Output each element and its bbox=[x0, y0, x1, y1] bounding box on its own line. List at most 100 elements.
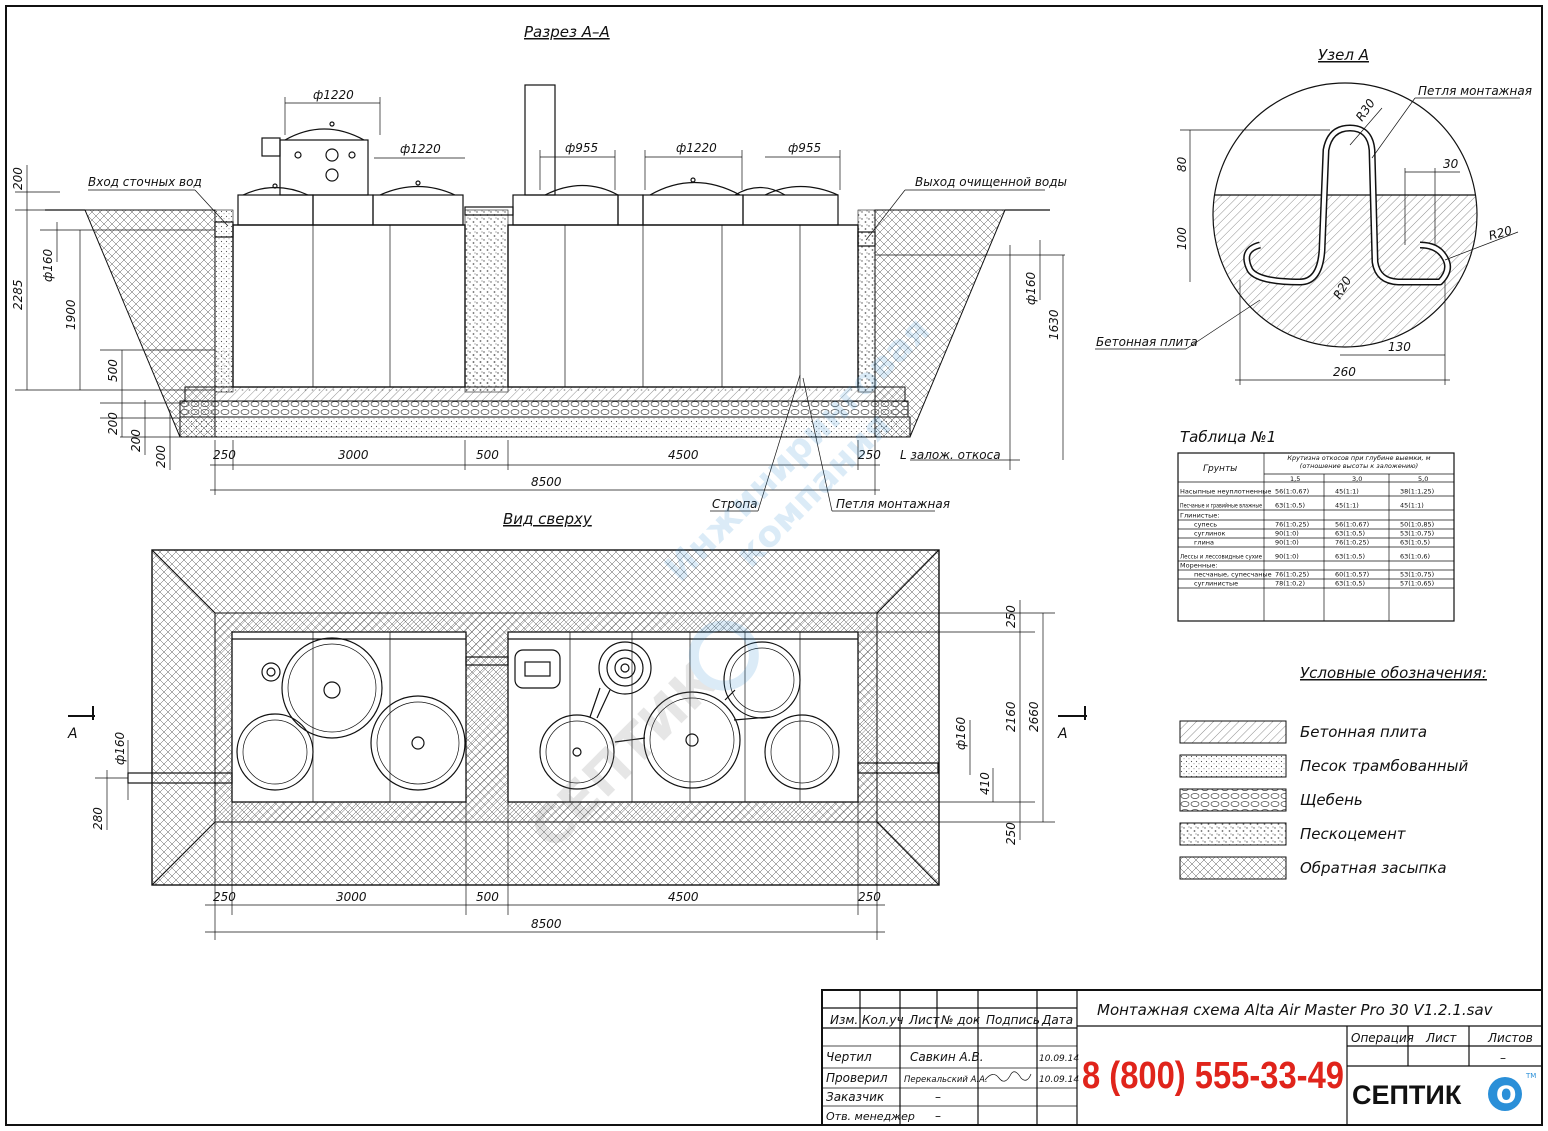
node-slab-label: Бетонная плита bbox=[1096, 335, 1198, 349]
tank-block-1 bbox=[232, 224, 466, 388]
tank-aerator bbox=[281, 637, 383, 739]
svg-text:№ док: № док bbox=[940, 1013, 981, 1027]
legend-swatch-sand bbox=[1179, 754, 1287, 778]
table-header-slope: Крутизна откосов при глубине выемки, м (… bbox=[1287, 454, 1431, 470]
svg-text:1,5: 1,5 bbox=[1290, 475, 1300, 483]
svg-text:280: 280 bbox=[91, 807, 105, 830]
stamp-logo: СЕПТИК bbox=[1352, 1080, 1462, 1110]
legend-item: Обратная засыпка bbox=[1300, 859, 1447, 877]
svg-text:Отв. менеджер: Отв. менеджер bbox=[826, 1110, 915, 1123]
table-cell: 53(1:0,75) bbox=[1400, 571, 1434, 579]
svg-text:8500: 8500 bbox=[531, 917, 562, 931]
table-cell: 38(1:1,25) bbox=[1400, 488, 1434, 496]
legend-swatch-sandcement bbox=[1179, 822, 1287, 846]
legend-item: Щебень bbox=[1300, 791, 1363, 809]
svg-text:500: 500 bbox=[476, 448, 499, 462]
svg-text:80: 80 bbox=[1175, 156, 1189, 172]
gravel-layer bbox=[179, 400, 909, 418]
svg-text:5,0: 5,0 bbox=[1418, 475, 1428, 483]
slope-table: Таблица №1 Грунты Крутизна откосов при г… bbox=[1177, 428, 1455, 622]
slope-label: L залож. откоса bbox=[900, 448, 1001, 462]
table-cell: 63(1:0,5) bbox=[1335, 530, 1365, 538]
table-cell: 76(1:0,25) bbox=[1275, 571, 1309, 579]
svg-text:500: 500 bbox=[106, 359, 120, 382]
svg-text:2160: 2160 bbox=[1004, 701, 1018, 732]
svg-text:ф1220: ф1220 bbox=[313, 88, 354, 102]
table-row-name: Песчаные и гравийные влажные bbox=[1180, 502, 1262, 510]
stamp-title: Монтажная схема Alta Air Master Pro 30 V… bbox=[1097, 1001, 1494, 1019]
legend: Условные обозначения: Бетонная плита Пес… bbox=[1179, 664, 1487, 880]
svg-text:10.09.14: 10.09.14 bbox=[1039, 1054, 1079, 1064]
svg-text:500: 500 bbox=[476, 890, 499, 904]
sand-layer bbox=[179, 416, 911, 438]
table-cell: 90(1:0) bbox=[1275, 539, 1299, 547]
svg-text:200: 200 bbox=[129, 429, 143, 452]
aerator-unit bbox=[279, 139, 369, 196]
svg-text:3000: 3000 bbox=[336, 890, 367, 904]
title-block: Изм. Кол.уч Лист № док Подпись Дата Черт… bbox=[821, 989, 1543, 1126]
svg-text:8500: 8500 bbox=[531, 475, 562, 489]
svg-text:250: 250 bbox=[1004, 822, 1018, 845]
section-title: Разрез А–А bbox=[524, 23, 610, 41]
table-cell: 45(1:1) bbox=[1335, 502, 1359, 510]
legend-swatch-concrete bbox=[1179, 720, 1287, 744]
svg-text:Лист: Лист bbox=[908, 1013, 940, 1027]
table-row-name: Моренные: bbox=[1180, 562, 1218, 570]
table-cell: 57(1:0,65) bbox=[1400, 580, 1434, 588]
table-cell: 63(1:0,5) bbox=[1335, 580, 1365, 588]
node-title: Узел А bbox=[1318, 46, 1369, 64]
section-marker-right: А bbox=[1057, 726, 1068, 742]
svg-text:1630: 1630 bbox=[1047, 309, 1061, 340]
svg-text:ф160: ф160 bbox=[1024, 271, 1038, 305]
tank-6 bbox=[764, 714, 840, 790]
svg-text:Дата: Дата bbox=[1041, 1013, 1073, 1027]
bottom-dimensions: 250 3000 500 4500 250 8500 bbox=[210, 440, 881, 495]
section-a-a: Разрез А–А bbox=[11, 23, 1067, 512]
table-row-name: супесь bbox=[1194, 521, 1217, 529]
svg-text:2285: 2285 bbox=[11, 279, 25, 310]
top-dimensions: ф1220 ф1220 ф955 ф1220 ф955 bbox=[284, 88, 841, 190]
table-row-name: глина bbox=[1194, 539, 1214, 547]
table-cell: 76(1:0,25) bbox=[1335, 539, 1369, 547]
table-cell: 50(1:0,85) bbox=[1400, 521, 1434, 529]
svg-text:200: 200 bbox=[154, 445, 168, 468]
table-row-name: песчаные, супесчаные bbox=[1194, 571, 1272, 579]
plan-title: Вид сверху bbox=[503, 510, 593, 528]
svg-text:Изм.: Изм. bbox=[830, 1013, 858, 1027]
table-cell: 60(1:0,57) bbox=[1335, 571, 1369, 579]
legend-title: Условные обозначения: bbox=[1300, 664, 1487, 682]
svg-text:Листов: Листов bbox=[1487, 1031, 1533, 1045]
table-cell: 90(1:0) bbox=[1275, 530, 1299, 538]
stamp-logo-circle bbox=[1488, 1077, 1522, 1111]
tank-2 bbox=[370, 695, 466, 791]
svg-text:260: 260 bbox=[1333, 365, 1356, 379]
plan-tank-block-1 bbox=[231, 631, 467, 803]
svg-text:ф1220: ф1220 bbox=[676, 141, 717, 155]
table-cell: 63(1:0,5) bbox=[1335, 553, 1365, 561]
legend-item: Пескоцемент bbox=[1300, 825, 1407, 843]
legend-item: Бетонная плита bbox=[1300, 723, 1427, 741]
svg-text:1900: 1900 bbox=[64, 299, 78, 330]
svg-text:250: 250 bbox=[858, 890, 881, 904]
sheet-frame bbox=[5, 5, 1543, 1126]
svg-text:R20: R20 bbox=[1487, 223, 1514, 243]
left-dimensions: 200 2285 1900 ф160 500 200 200 200 bbox=[11, 165, 215, 470]
table-row-name: Глинистые: bbox=[1180, 512, 1220, 520]
svg-text:130: 130 bbox=[1388, 340, 1411, 354]
svg-text:200: 200 bbox=[11, 167, 25, 190]
table-row-name: Насыпные неуплотненные bbox=[1180, 488, 1271, 496]
table-cell: 45(1:1) bbox=[1335, 488, 1359, 496]
table-rows: Насыпные неуплотненные 56(1:0,67) 45(1:1) 3… bbox=[1178, 488, 1454, 589]
svg-text:ф160: ф160 bbox=[41, 248, 55, 282]
plan-view: Вид сверху bbox=[67, 510, 1087, 940]
signature bbox=[984, 1071, 1032, 1082]
loop-label: Петля монтажная bbox=[836, 497, 950, 511]
svg-text:Лист: Лист bbox=[1425, 1031, 1457, 1045]
svg-text:Чертил: Чертил bbox=[826, 1050, 872, 1064]
svg-text:250: 250 bbox=[213, 890, 236, 904]
table-cell: 56(1:0,67) bbox=[1275, 488, 1309, 496]
svg-text:ф955: ф955 bbox=[565, 141, 598, 155]
svg-text:100: 100 bbox=[1175, 227, 1189, 250]
svg-text:Операция: Операция bbox=[1351, 1031, 1414, 1045]
